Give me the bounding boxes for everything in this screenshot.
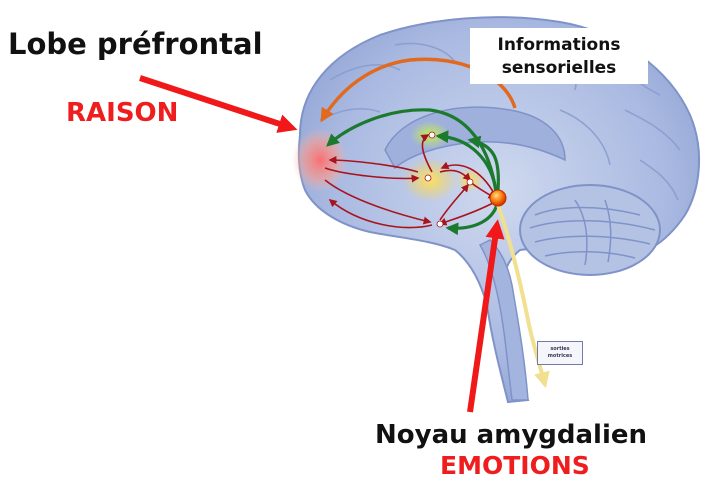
prefrontal-lobe-subtitle: RAISON [66,100,178,126]
spinal-output-line-2: motrices [548,353,573,359]
amygdala-node [490,190,506,206]
amygdala-title: Noyau amygdalien [375,422,647,448]
amygdala-subtitle: EMOTIONS [440,453,590,478]
sensory-info-box: Informations sensorielles [470,28,648,84]
sensory-info-line-2: sensorielles [470,57,648,80]
prefrontal-lobe-title: Lobe préfrontal [8,30,263,59]
cerebellum [520,185,660,275]
spinal-output-line-1: sorties [550,346,569,352]
spinal-output-label: sorties motrices [537,341,583,365]
sensory-info-line-1: Informations [470,34,648,57]
